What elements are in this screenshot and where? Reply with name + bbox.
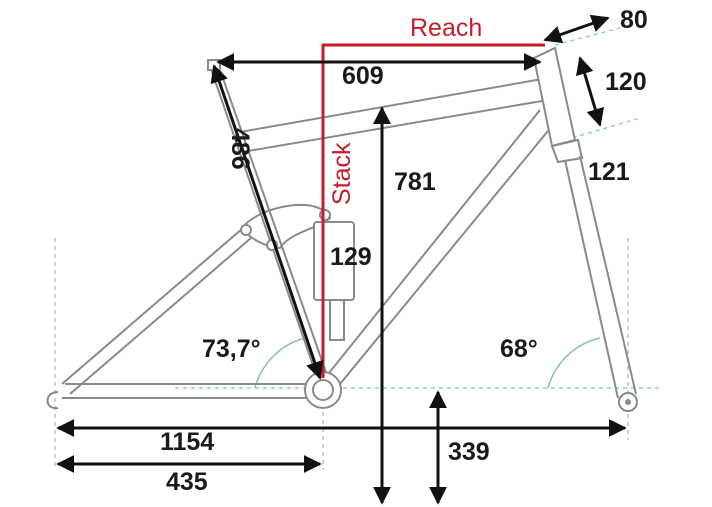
top-tube-label: 609 [342, 62, 384, 90]
reach-stack-lines [321, 43, 545, 378]
seat-angle-label: 73,7° [202, 335, 261, 363]
bike-frame [46, 46, 638, 412]
bb-height-label: 339 [448, 438, 490, 466]
head-tube-label: 121 [588, 158, 630, 186]
seat-angle-arc [254, 337, 306, 389]
fork-travel-arrow [576, 56, 604, 127]
dimension-arrows [56, 14, 627, 505]
fork-offset-label: 80 [620, 6, 648, 34]
fork-travel-label: 120 [605, 68, 647, 96]
head-angle-label: 68° [500, 335, 538, 363]
stack-value-label: 781 [394, 168, 436, 196]
fork-offset-arrow [543, 14, 610, 44]
head-angle-arc [547, 337, 601, 389]
seat-tube-arrow [210, 64, 324, 380]
stack-label: Stack [328, 142, 356, 205]
shock-label: 129 [330, 243, 372, 271]
chainstay-label: 435 [166, 468, 208, 496]
seat-tube-label: 486 [226, 128, 254, 170]
wheelbase-label: 1154 [160, 428, 214, 456]
reach-label: Reach [410, 14, 482, 42]
